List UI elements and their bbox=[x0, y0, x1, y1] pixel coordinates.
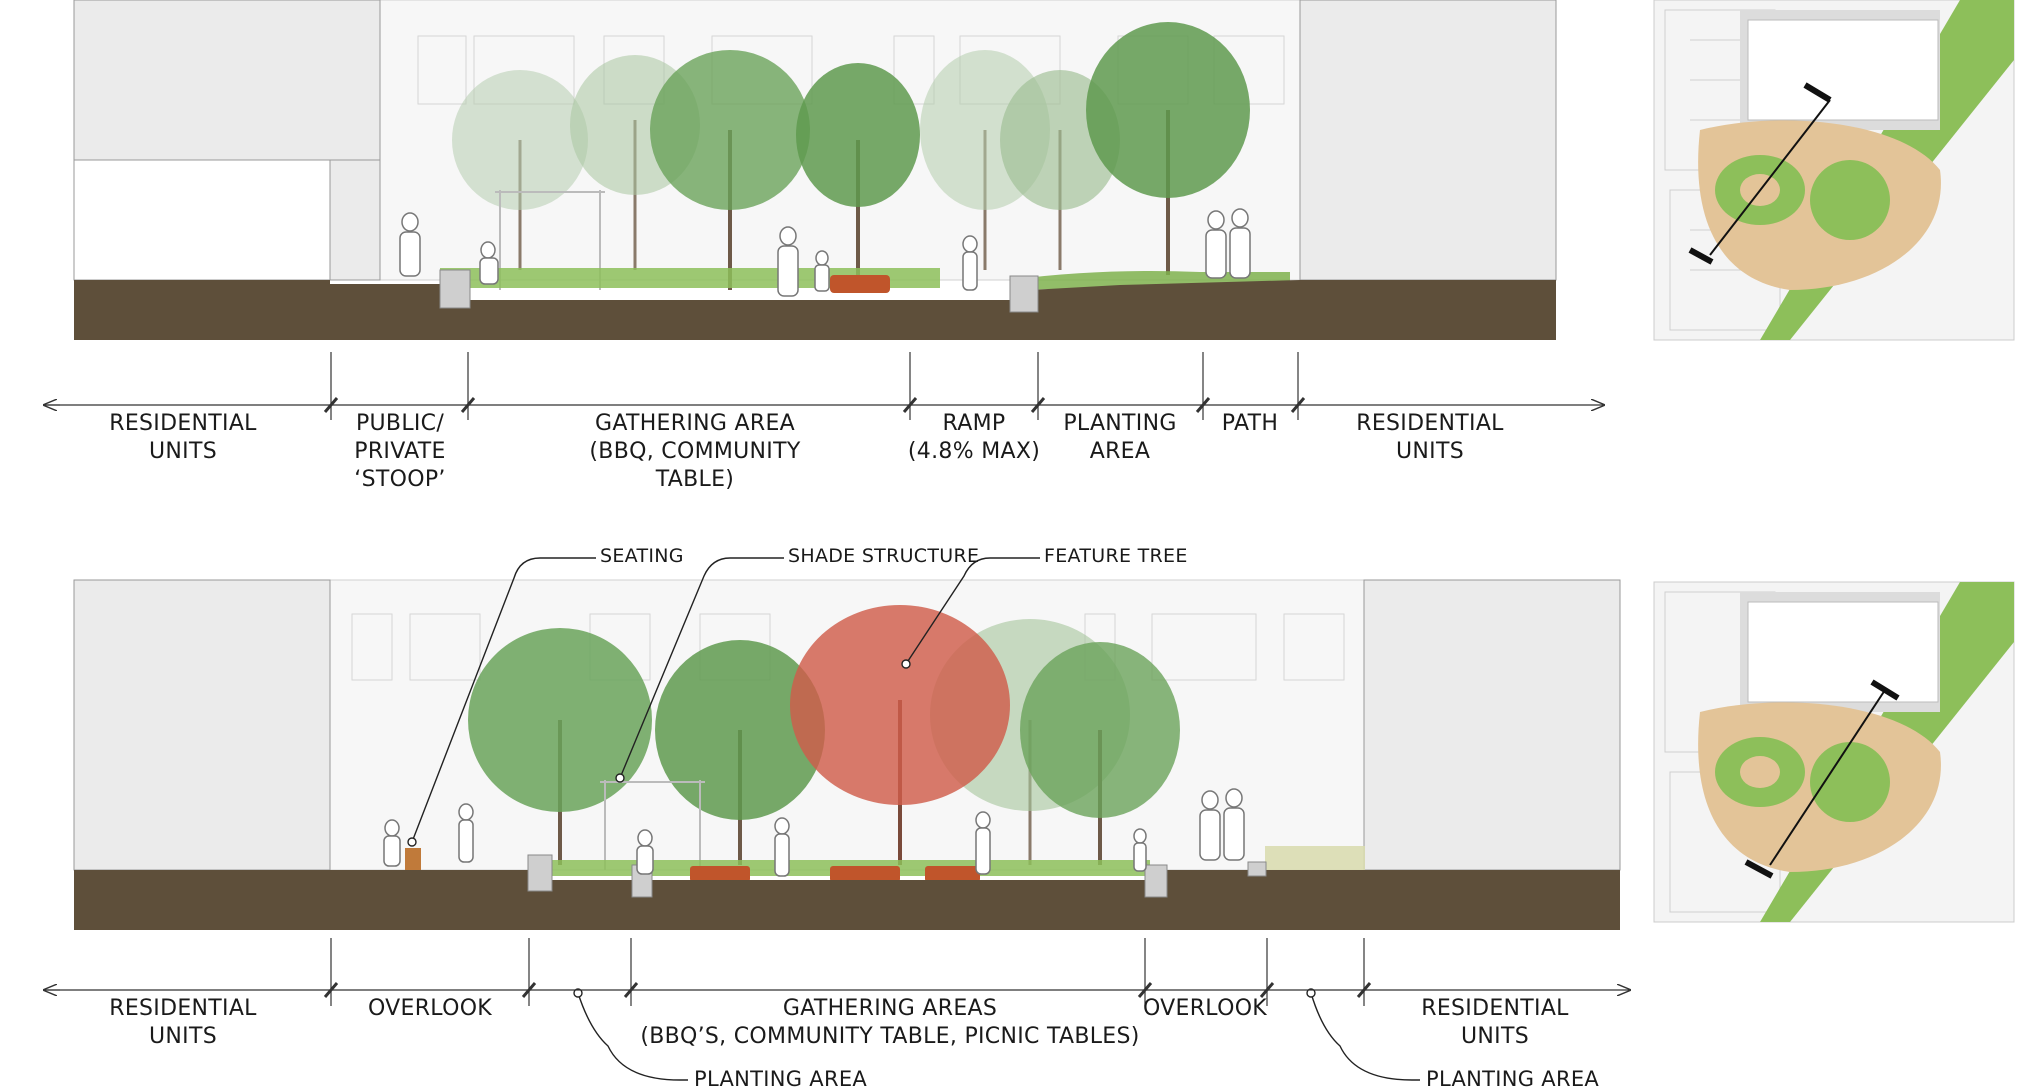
zone-a-stoop-line1: PUBLIC/ bbox=[355, 411, 445, 436]
people-b bbox=[383, 788, 1245, 877]
zone-b-overlook-left-line1: OVERLOOK bbox=[367, 996, 493, 1021]
zone-b-residential-right: RESIDENTIAL UNITS bbox=[1395, 995, 1595, 1051]
ground-a bbox=[74, 280, 1556, 340]
left-building-a bbox=[73, 0, 381, 161]
zone-a-stoop: PUBLIC/ PRIVATE ‘STOOP’ bbox=[330, 410, 470, 494]
callout-feature-tree: FEATURE TREE bbox=[1044, 545, 1188, 567]
callout-shade-structure-text: SHADE STRUCTURE bbox=[788, 545, 980, 567]
people-a bbox=[399, 208, 1251, 297]
zone-a-path: PATH bbox=[1210, 410, 1290, 438]
planter-b-3 bbox=[925, 866, 980, 882]
dimension-line-b bbox=[44, 938, 1630, 1006]
trees-b bbox=[468, 605, 1180, 865]
zone-b-residential-left: RESIDENTIAL UNITS bbox=[83, 995, 283, 1051]
zone-a-residential-right-line2: UNITS bbox=[1396, 439, 1464, 464]
zone-a-gathering-line3: TABLE) bbox=[655, 467, 735, 492]
section-b bbox=[73, 579, 1621, 930]
zone-b-overlook-right-line1: OVERLOOK bbox=[1142, 996, 1268, 1021]
zone-a-gathering: GATHERING AREA (BBQ, COMMUNITY TABLE) bbox=[570, 410, 820, 494]
zone-b-residential-right-line1: RESIDENTIAL bbox=[1421, 996, 1569, 1021]
zone-a-planting: PLANTING AREA bbox=[1060, 410, 1180, 466]
key-plan-a bbox=[1653, 0, 2015, 341]
callout-seating-text: SEATING bbox=[600, 545, 684, 567]
callout-planting-area-right-text: PLANTING AREA bbox=[1426, 1067, 1600, 1091]
zone-b-residential-left-line1: RESIDENTIAL bbox=[109, 996, 257, 1021]
zone-a-planting-line1: PLANTING bbox=[1063, 411, 1177, 436]
zone-b-gathering: GATHERING AREAS (BBQ’S, COMMUNITY TABLE,… bbox=[640, 995, 1140, 1051]
zone-a-residential-left-line1: RESIDENTIAL bbox=[109, 411, 257, 436]
right-building-a bbox=[1299, 0, 1557, 281]
zone-a-ramp: RAMP (4.8% MAX) bbox=[904, 410, 1044, 466]
feature-tree-canopy bbox=[790, 605, 1010, 805]
planter-a bbox=[830, 275, 890, 293]
callout-seating: SEATING bbox=[600, 545, 684, 567]
section-a bbox=[73, 0, 1557, 340]
callout-planting-area-left-text: PLANTING AREA bbox=[694, 1067, 868, 1091]
zone-b-residential-right-line2: UNITS bbox=[1461, 1024, 1529, 1049]
zone-b-residential-left-line2: UNITS bbox=[149, 1024, 217, 1049]
zone-a-residential-right-line1: RESIDENTIAL bbox=[1356, 411, 1504, 436]
callout-leaders-b bbox=[407, 557, 1420, 1081]
zone-b-overlook-left: OVERLOOK bbox=[350, 995, 510, 1023]
callout-planting-area-left: PLANTING AREA bbox=[694, 1067, 867, 1091]
zone-b-overlook-right: OVERLOOK bbox=[1140, 995, 1270, 1023]
zone-a-stoop-line2: PRIVATE bbox=[354, 439, 446, 464]
ground-b bbox=[74, 870, 1620, 930]
key-plan-b bbox=[1653, 581, 2015, 923]
zone-a-residential-left-line2: UNITS bbox=[149, 439, 217, 464]
zone-a-path-line1: PATH bbox=[1221, 411, 1279, 436]
zone-a-ramp-line1: RAMP bbox=[942, 411, 1006, 436]
callout-shade-structure: SHADE STRUCTURE bbox=[788, 545, 979, 567]
dimension-line-a bbox=[44, 352, 1604, 420]
zone-b-gathering-line2: (BBQ’S, COMMUNITY TABLE, PICNIC TABLES) bbox=[640, 1024, 1140, 1049]
shade-structure-b bbox=[600, 780, 705, 870]
right-building-b bbox=[1363, 579, 1621, 871]
zone-a-gathering-line2: (BBQ, COMMUNITY bbox=[589, 439, 801, 464]
planter-b-2 bbox=[830, 866, 900, 882]
zone-a-planting-line2: AREA bbox=[1089, 439, 1151, 464]
zone-a-gathering-line1: GATHERING AREA bbox=[594, 411, 796, 436]
zone-a-ramp-line2: (4.8% MAX) bbox=[907, 439, 1041, 464]
zone-a-residential-left: RESIDENTIAL UNITS bbox=[83, 410, 283, 466]
bench-b bbox=[405, 848, 421, 870]
left-building-b bbox=[73, 579, 331, 871]
callout-planting-area-right: PLANTING AREA bbox=[1426, 1067, 1599, 1091]
zone-a-residential-right: RESIDENTIAL UNITS bbox=[1330, 410, 1530, 466]
trees-a bbox=[452, 22, 1250, 290]
zone-a-stoop-line3: ‘STOOP’ bbox=[354, 467, 446, 492]
planter-b-1 bbox=[690, 866, 750, 882]
callout-feature-tree-text: FEATURE TREE bbox=[1044, 545, 1188, 567]
zone-b-gathering-line1: GATHERING AREAS bbox=[782, 996, 998, 1021]
left-building-a-lower bbox=[73, 159, 331, 281]
